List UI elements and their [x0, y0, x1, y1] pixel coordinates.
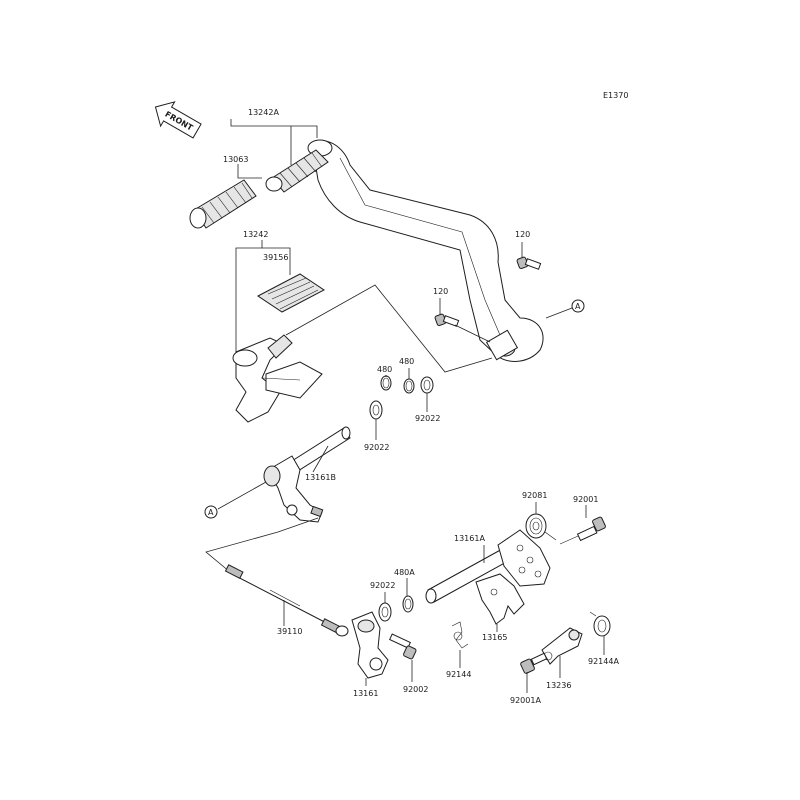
- label-39156: 39156: [263, 253, 288, 262]
- spring-92144: [451, 621, 469, 649]
- ref-marker-a-lower-label: A: [208, 508, 214, 517]
- label-120-upper: 120: [515, 230, 530, 239]
- label-13242: 13242: [243, 230, 268, 239]
- ref-marker-a-upper: [571, 299, 585, 313]
- label-13063: 13063: [223, 155, 248, 164]
- ref-marker-a-lower: [204, 505, 218, 519]
- pedal-rubber-39156: [257, 273, 325, 313]
- label-480A: 480A: [394, 568, 415, 577]
- bolt-92002: [389, 633, 417, 660]
- label-92144A: 92144A: [588, 657, 619, 666]
- label-480-left: 480: [377, 365, 392, 374]
- label-13161B: 13161B: [305, 473, 336, 482]
- tie-rod-39110: [224, 564, 349, 637]
- shift-shaft-13161A: [425, 529, 551, 604]
- diagram-code: E1370: [603, 91, 628, 100]
- shift-pedal-13242: [232, 334, 323, 423]
- circlip-480-right: [403, 378, 415, 394]
- circlip-480-left: [380, 375, 392, 391]
- label-13161: 13161: [353, 689, 378, 698]
- label-39110: 39110: [277, 627, 302, 636]
- label-480-right: 480: [399, 357, 414, 366]
- front-arrow-icon: FRONT: [154, 101, 202, 139]
- shift-pedal-lever: [307, 139, 544, 362]
- label-13165: 13165: [482, 633, 507, 642]
- bolt-120-upper: [516, 256, 542, 270]
- label-92002: 92002: [403, 685, 428, 694]
- washer-92022-mid: [369, 400, 383, 420]
- label-13242A: 13242A: [248, 108, 279, 117]
- label-92022-lower: 92022: [370, 581, 395, 590]
- plate-13165: [475, 573, 525, 625]
- label-92022-right: 92022: [415, 414, 440, 423]
- stopper-arm-13236: [541, 627, 583, 665]
- label-92144: 92144: [446, 670, 471, 679]
- rubber-grip-lower: [189, 179, 257, 229]
- label-92001: 92001: [573, 495, 598, 504]
- shift-lever-13161: [351, 611, 389, 679]
- spring-92144A: [589, 611, 611, 637]
- washer-92022-lower: [378, 602, 392, 622]
- label-120-lower: 120: [433, 287, 448, 296]
- bolt-92001: [559, 516, 606, 545]
- label-13161A: 13161A: [454, 534, 485, 543]
- spring-92081: [525, 513, 557, 541]
- bolt-120-lower: [434, 313, 460, 327]
- shift-shaft-13161B: [263, 426, 351, 523]
- label-92081: 92081: [522, 491, 547, 500]
- label-92022-mid: 92022: [364, 443, 389, 452]
- washer-92022-right: [420, 376, 434, 394]
- ref-marker-a-upper-label: A: [575, 302, 581, 311]
- label-92001A: 92001A: [510, 696, 541, 705]
- label-13236: 13236: [546, 681, 571, 690]
- circlip-480A: [402, 595, 414, 613]
- rubber-grip-upper: [265, 149, 329, 193]
- bolt-92001A: [520, 652, 548, 674]
